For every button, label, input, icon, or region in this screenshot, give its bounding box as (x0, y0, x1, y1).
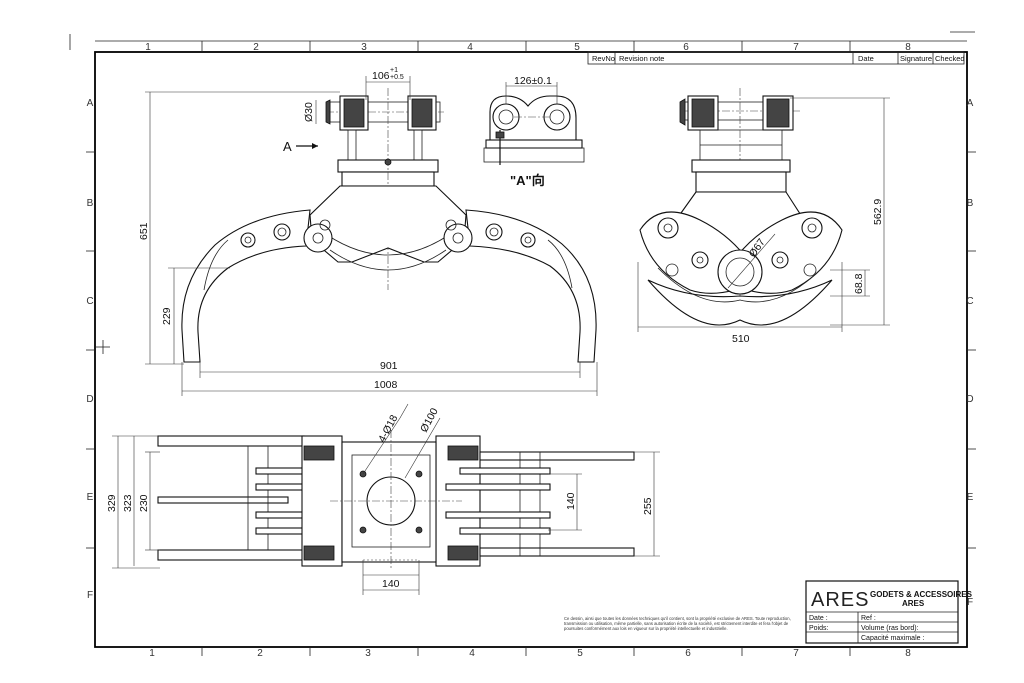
grid-row-c: C (86, 296, 93, 307)
plan-view: 329 323 230 140 140 255 4-Ø18 Ø100 (106, 403, 660, 595)
grid-col-3: 3 (361, 42, 367, 53)
grid-column-labels-bottom: 1 2 3 4 5 6 7 8 (149, 648, 911, 659)
dim-plan-right-255: 255 (642, 497, 654, 515)
dim-side-height-562-9: 562.9 (872, 199, 884, 225)
drawing-frame (69, 31, 976, 656)
brand-line-2: ARES (902, 599, 925, 608)
grid-row-b: B (87, 198, 94, 209)
dim-plan-329: 329 (106, 494, 118, 512)
grid-col-7: 7 (793, 42, 799, 53)
dim-overall-1008: 1008 (374, 379, 398, 391)
grid-row-f-right: F (967, 597, 973, 608)
dim-plan-323: 323 (122, 494, 134, 512)
grid-col-4: 4 (467, 42, 473, 53)
grid-row-d-right: D (966, 394, 973, 405)
dim-106-tol-down: +0.5 (390, 74, 404, 81)
title-block: ARES GODETS & ACCESSOIRES ARES Date : Re… (805, 580, 973, 644)
disclaimer-block: Ce dessin, ainsi que toutes les données … (564, 616, 791, 631)
view-arrow-a-label: A (283, 139, 292, 154)
dim-plan-230: 230 (138, 494, 150, 512)
direction-a-view: 126±0.1 "A"向 (483, 75, 585, 188)
dim-106-tol-up: +1 (390, 67, 398, 74)
direction-a-title: "A"向 (510, 173, 545, 188)
dim-inner-901: 901 (380, 360, 398, 372)
brand-line-1: GODETS & ACCESSOIRES (870, 590, 973, 599)
revision-note-header: Revision note (619, 54, 664, 63)
grid-row-labels-left: A B C D E F (86, 98, 93, 601)
disclaimer-text: Ce dessin, ainsi que toutes les données … (564, 616, 791, 631)
revision-header: RevNo Revision note Date Signature Check… (587, 51, 965, 65)
volume-label: Volume (ras bord): (861, 625, 919, 632)
grid-col-1-bottom: 1 (149, 648, 155, 659)
dim-plan-holes: 4-Ø18 (376, 413, 400, 445)
grid-column-labels-top: 1 2 3 4 5 6 7 8 (145, 42, 911, 53)
poids-label: Poids: (809, 625, 829, 632)
dim-106: 106 (372, 70, 390, 82)
date-header: Date (858, 54, 874, 63)
dim-plan-circle-100: Ø100 (418, 406, 441, 434)
signature-header: Signature (900, 54, 932, 63)
grid-col-8-bottom: 8 (905, 648, 911, 659)
grid-col-4-bottom: 4 (469, 648, 475, 659)
grid-col-5: 5 (574, 42, 580, 53)
grid-col-2: 2 (253, 42, 259, 53)
grid-row-a-right: A (967, 98, 974, 109)
grid-row-f: F (87, 590, 93, 601)
dim-lower-229: 229 (161, 307, 173, 325)
grid-col-5-bottom: 5 (577, 648, 583, 659)
revno-header: RevNo (592, 54, 615, 63)
dim-plan-square-140: 140 (382, 578, 400, 590)
ares-logo: ARES (811, 589, 869, 611)
grid-col-8: 8 (905, 42, 911, 53)
side-view: Ø67 562.9 68.8 510 (637, 88, 890, 345)
dim-pin-spacing-126: 126±0.1 (514, 75, 552, 87)
ref-label: Ref : (861, 615, 876, 622)
grid-row-e: E (87, 492, 94, 503)
grid-col-1: 1 (145, 42, 151, 53)
grid-col-7-bottom: 7 (793, 648, 799, 659)
dim-plan-right-140: 140 (565, 492, 577, 510)
grid-col-6-bottom: 6 (685, 648, 691, 659)
grid-row-a: A (87, 98, 94, 109)
grid-row-b-right: B (967, 198, 974, 209)
dim-height-651: 651 (138, 222, 150, 240)
grid-row-d: D (86, 394, 93, 405)
dim-pin-dia-30: Ø30 (303, 102, 315, 122)
checked-header: Checked (935, 54, 965, 63)
dim-small-68-8: 68.8 (853, 273, 865, 294)
grid-col-3-bottom: 3 (365, 648, 371, 659)
grid-row-c-right: C (966, 296, 973, 307)
grid-row-e-right: E (967, 492, 974, 503)
grid-col-6: 6 (683, 42, 689, 53)
grid-col-2-bottom: 2 (257, 648, 263, 659)
date-label: Date : (809, 615, 828, 622)
capacite-label: Capacité maximale : (861, 635, 924, 642)
grid-row-labels-right: A B C D E F (966, 98, 973, 608)
front-view: A 106 +1 +0.5 Ø30 651 229 901 1008 (138, 67, 598, 396)
dim-side-width-510: 510 (732, 333, 750, 345)
